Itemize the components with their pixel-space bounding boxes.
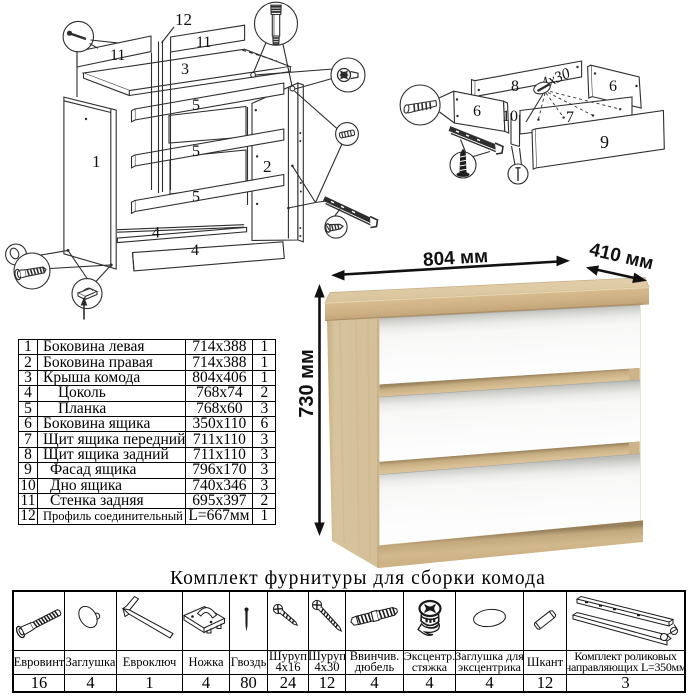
svg-text:7: 7 — [566, 109, 574, 126]
svg-text:6: 6 — [609, 78, 617, 95]
svg-text:730 мм: 730 мм — [296, 349, 318, 418]
svg-text:6: 6 — [473, 103, 481, 120]
svg-text:4: 4 — [152, 225, 160, 242]
svg-text:12: 12 — [175, 10, 192, 29]
svg-text:10: 10 — [502, 108, 518, 125]
svg-text:5: 5 — [192, 97, 200, 114]
svg-text:8: 8 — [511, 78, 519, 95]
svg-text:3: 3 — [181, 61, 189, 78]
svg-text:5: 5 — [192, 143, 200, 160]
svg-text:5: 5 — [192, 189, 200, 206]
svg-text:1: 1 — [92, 152, 101, 171]
svg-text:2: 2 — [263, 157, 272, 176]
svg-text:11: 11 — [110, 47, 125, 64]
svg-text:4: 4 — [191, 242, 199, 259]
svg-text:11: 11 — [196, 34, 211, 51]
svg-text:804 мм: 804 мм — [422, 246, 488, 271]
svg-text:9: 9 — [600, 132, 609, 152]
